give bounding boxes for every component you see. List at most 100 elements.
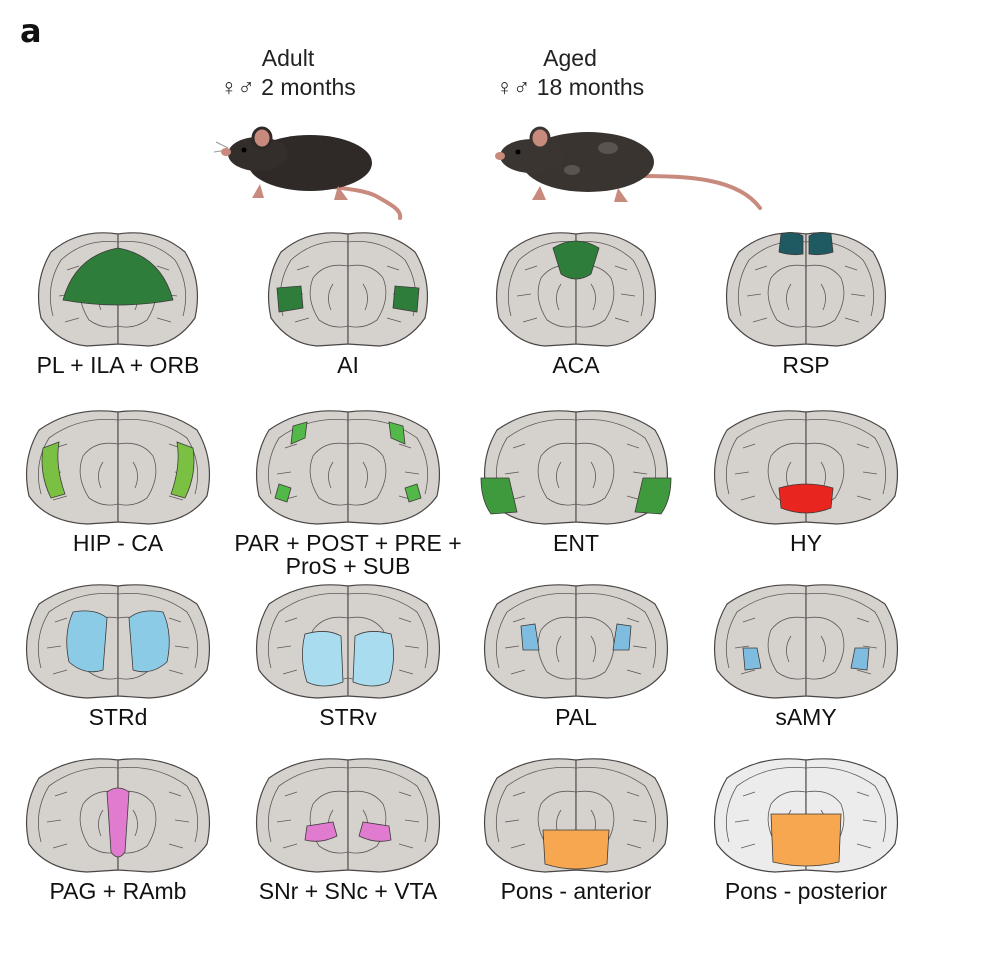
structure-line	[98, 461, 104, 489]
brain-section-cell: Pons - posterior	[691, 752, 921, 922]
brain-section-cell: sAMY	[691, 578, 921, 748]
highlight-region	[850, 647, 870, 671]
hemisphere	[495, 232, 577, 347]
hemisphere	[117, 410, 211, 525]
structure-line	[347, 790, 387, 854]
highlight-region	[170, 441, 195, 499]
structure-line	[504, 617, 526, 675]
brain-section-cell: HIP - CA	[3, 404, 233, 574]
structure-line	[267, 767, 349, 843]
brain-section-cell: PL + ILA + ORB	[3, 226, 233, 396]
region-label: HIP - CA	[72, 530, 164, 556]
highlight-region	[520, 623, 540, 651]
region-label: Pons - posterior	[724, 878, 888, 904]
structure-line	[537, 442, 577, 506]
brain-section-cell: ENT	[461, 404, 691, 574]
group-title: Adult	[261, 45, 315, 71]
hemisphere	[25, 410, 119, 525]
brain-section	[25, 758, 211, 873]
structure-line	[575, 616, 615, 680]
structure-line	[98, 809, 104, 837]
brain-section	[255, 758, 441, 873]
structure-line	[844, 265, 866, 323]
highlight-region	[62, 247, 174, 306]
highlighted-region	[778, 483, 834, 514]
brain-section	[255, 410, 441, 525]
highlighted-region	[62, 247, 174, 306]
structure-line	[856, 617, 878, 675]
highlight-region	[388, 421, 406, 445]
structure-line	[276, 617, 298, 675]
hemisphere	[805, 232, 887, 347]
structure-line	[746, 265, 768, 323]
highlight-region	[66, 610, 108, 673]
highlight-region	[542, 829, 610, 870]
adult-mouse-illustration	[213, 126, 403, 220]
highlight-region	[304, 821, 338, 842]
region-label: PAG + RAmb	[49, 878, 187, 904]
brain-outline	[25, 410, 211, 525]
hemisphere	[255, 758, 349, 873]
brain-outline	[255, 758, 441, 873]
structure-line	[46, 617, 68, 675]
structure-line	[537, 264, 577, 328]
region-label: ACA	[552, 352, 600, 378]
hemisphere	[117, 758, 211, 873]
hemisphere	[725, 232, 807, 347]
group-subtitle: ♀♂ 18 months	[495, 74, 645, 100]
highlighted-region	[552, 240, 600, 280]
highlight-region	[128, 610, 170, 673]
structure-line	[556, 635, 562, 663]
hemisphere	[575, 232, 657, 347]
hemisphere	[25, 758, 119, 873]
structure-line	[820, 635, 826, 663]
structure-line	[614, 265, 636, 323]
structure-line	[575, 241, 645, 317]
highlight-region	[742, 647, 762, 671]
structure-line	[347, 264, 387, 328]
structure-line	[495, 419, 577, 495]
structure-line	[805, 616, 845, 680]
highlight-region	[302, 631, 344, 687]
region-label: ENT	[553, 530, 599, 556]
highlight-region	[41, 441, 66, 499]
structure-line	[507, 241, 577, 317]
structure-line	[626, 617, 648, 675]
structure-line	[117, 593, 199, 669]
highlight-region	[290, 421, 308, 445]
structure-line	[347, 767, 429, 843]
group-subtitle: ♀♂ 2 months	[220, 74, 356, 100]
brain-section-cell: SNr + SNc + VTA	[233, 752, 463, 922]
structure-line	[347, 419, 429, 495]
structure-line	[495, 767, 577, 843]
brain-outline	[725, 232, 887, 347]
highlighted-region	[274, 421, 422, 503]
hemisphere	[805, 584, 899, 699]
highlight-region	[106, 787, 130, 858]
structure-line	[267, 593, 349, 669]
group-title: Aged	[543, 45, 597, 71]
structure-line	[347, 593, 429, 669]
brain-section	[713, 584, 899, 699]
structure-line	[516, 265, 538, 323]
structure-line	[767, 616, 807, 680]
highlighted-region	[302, 631, 394, 687]
structure-line	[309, 264, 349, 328]
brain-section-cell: PAG + RAmb	[3, 752, 233, 922]
highlight-region	[634, 477, 672, 515]
brain-outline	[25, 758, 211, 873]
structure-line	[734, 443, 756, 501]
highlighted-region	[542, 829, 610, 870]
structure-line	[575, 442, 615, 506]
brain-section	[267, 232, 429, 347]
highlight-region	[612, 623, 632, 651]
structure-line	[805, 767, 887, 843]
highlighted-region	[520, 623, 632, 651]
highlight-region	[404, 483, 422, 503]
highlight-region	[392, 285, 420, 313]
section-structure-lines	[37, 412, 199, 522]
structure-line	[362, 461, 368, 489]
highlight-region	[276, 285, 304, 313]
brain-section-cell: STRd	[3, 578, 233, 748]
highlighted-region	[304, 821, 392, 842]
